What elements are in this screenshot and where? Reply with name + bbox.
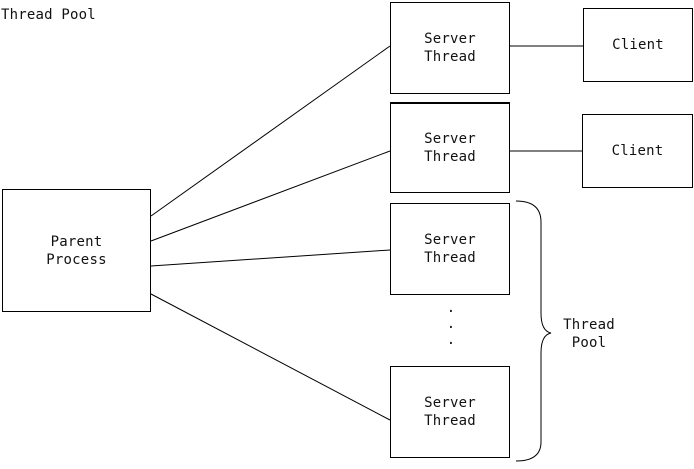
parent-process-box: Parent Process (2, 189, 151, 312)
server-thread-label: Server Thread (424, 232, 476, 266)
parent-process-label: Parent Process (46, 233, 107, 268)
server-thread-box: Server Thread (390, 102, 510, 193)
client-box: Client (582, 114, 693, 188)
ellipsis: . . . (446, 300, 456, 348)
server-thread-label: Server Thread (424, 131, 476, 165)
client-label: Client (611, 143, 664, 159)
client-label: Client (612, 37, 664, 53)
server-thread-box: Server Thread (390, 2, 510, 94)
server-thread-label: Server Thread (424, 31, 476, 65)
connector-parent-to-thread-1 (150, 45, 391, 217)
server-thread-box: Server Thread (390, 366, 510, 458)
connector-parent-to-thread-3 (150, 249, 391, 267)
server-thread-label: Server Thread (424, 395, 476, 429)
thread-pool-brace-label: Thread Pool (563, 317, 615, 351)
thread-pool-brace (515, 200, 552, 462)
connector-parent-to-thread-4 (150, 293, 391, 421)
client-box: Client (583, 8, 693, 82)
server-thread-box: Server Thread (390, 203, 510, 295)
page-title: Thread Pool (1, 7, 96, 23)
connector-parent-to-thread-2 (150, 150, 391, 242)
